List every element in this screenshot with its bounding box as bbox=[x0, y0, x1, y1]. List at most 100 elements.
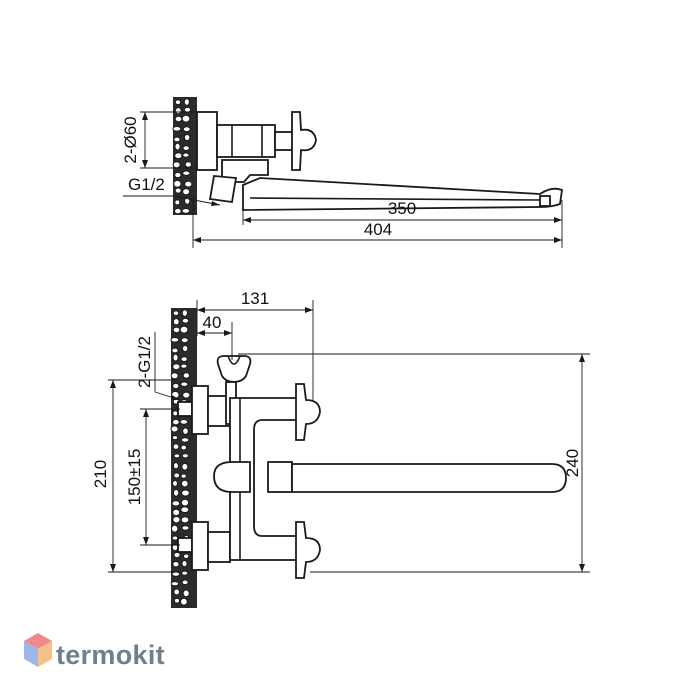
front-wall bbox=[170, 308, 197, 608]
wall-stone bbox=[172, 126, 182, 132]
wall-stone bbox=[172, 462, 179, 470]
wall-stone bbox=[172, 310, 180, 317]
wall-stone bbox=[174, 99, 182, 106]
brand-name: termokit bbox=[56, 640, 165, 670]
wall-stone bbox=[181, 453, 189, 459]
upper-inlet-pipe bbox=[177, 401, 193, 417]
wall-stone bbox=[183, 133, 191, 142]
dim-handle-reach-label: 131 bbox=[241, 289, 269, 308]
wall-stone bbox=[183, 98, 190, 106]
wall-stone bbox=[181, 570, 189, 576]
dim-center-distance-label: 150±15 bbox=[125, 449, 144, 506]
wall-stone bbox=[172, 480, 179, 487]
wall-stone bbox=[181, 525, 190, 531]
wall-stone bbox=[174, 171, 182, 179]
wall-stone bbox=[180, 356, 188, 363]
wall-stone bbox=[181, 462, 189, 471]
top-handle bbox=[291, 111, 317, 171]
upper-handle bbox=[295, 383, 321, 441]
wall-stone bbox=[180, 498, 190, 507]
top-hose-outlet bbox=[208, 175, 238, 204]
wall-stone bbox=[173, 597, 181, 604]
wall-stone bbox=[181, 317, 190, 324]
wall-stone bbox=[180, 597, 188, 606]
wall-stone bbox=[172, 516, 181, 524]
wall-stone bbox=[170, 581, 180, 587]
wall-stone bbox=[184, 180, 193, 188]
wall-stone bbox=[180, 473, 187, 479]
wall-stone bbox=[181, 479, 189, 488]
dim-spout-length-label: 350 bbox=[388, 199, 416, 218]
wall-stone bbox=[183, 553, 190, 559]
lower-inlet-pipe bbox=[177, 537, 193, 553]
wall-stone bbox=[172, 560, 180, 568]
wall-stone bbox=[174, 199, 181, 206]
wall-stone bbox=[181, 309, 188, 317]
wall-stone bbox=[174, 115, 183, 123]
wall-stone bbox=[180, 516, 190, 524]
dim-overall-height: 240 bbox=[238, 353, 590, 573]
wall-stone bbox=[180, 444, 188, 451]
dim-handle-reach: 131 bbox=[196, 289, 314, 400]
dim-thread-diameter: 2-Ø60 bbox=[121, 111, 197, 169]
lower-handle bbox=[295, 521, 321, 579]
wall-stone bbox=[180, 381, 189, 387]
dim-total-height-label: 210 bbox=[91, 460, 110, 488]
wall-stone bbox=[170, 372, 179, 380]
dim-spout-length: 350 bbox=[242, 199, 563, 248]
wall-stone bbox=[182, 126, 191, 133]
wall-stone bbox=[179, 325, 189, 334]
brand-logo-icon bbox=[24, 633, 52, 667]
wall-stone bbox=[181, 114, 191, 123]
dim-inlet-thread-front-label: 2-G1/2 bbox=[135, 336, 154, 388]
wall-stone bbox=[171, 347, 179, 354]
wall-stone bbox=[173, 472, 181, 479]
wall-stone bbox=[173, 207, 182, 215]
dim-total-length-label: 404 bbox=[364, 220, 392, 239]
wall-stone bbox=[171, 500, 181, 507]
wall-stone bbox=[172, 382, 180, 390]
wall-stone bbox=[172, 410, 179, 417]
dim-thread-diameter-label: 2-Ø60 bbox=[121, 116, 140, 163]
dim-inlet-thread-front: 2-G1/2 bbox=[135, 332, 181, 401]
wall-stone bbox=[173, 179, 182, 188]
dim-holder-offset-label: 40 bbox=[203, 313, 222, 332]
wall-stone bbox=[172, 318, 180, 326]
wall-stone bbox=[171, 435, 179, 441]
dim-total-length: 404 bbox=[192, 200, 562, 248]
spout-base bbox=[267, 461, 293, 493]
mixer-body bbox=[229, 397, 303, 561]
wall-stone bbox=[182, 170, 191, 176]
top-wall bbox=[172, 97, 197, 215]
wall-stone bbox=[182, 589, 190, 598]
wall-stone bbox=[182, 188, 191, 196]
top-aerator bbox=[539, 195, 551, 207]
wall-stone bbox=[182, 391, 191, 399]
upper-escutcheon bbox=[191, 385, 209, 435]
top-view: 2-Ø60 G1/2 350 404 bbox=[121, 97, 563, 248]
wall-stone bbox=[172, 443, 180, 450]
wall-stone bbox=[173, 453, 181, 459]
wall-stone bbox=[182, 372, 191, 379]
front-view: 131 40 240 210 bbox=[91, 289, 590, 608]
dim-holder-offset: 40 bbox=[197, 313, 233, 360]
top-body bbox=[216, 124, 276, 158]
front-spout bbox=[291, 463, 567, 493]
wall-stone bbox=[174, 142, 181, 151]
wall-stone bbox=[184, 161, 193, 168]
wall-stone bbox=[181, 489, 190, 497]
wall-stone bbox=[183, 106, 192, 113]
dim-total-height: 210 bbox=[91, 379, 175, 573]
dim-overall-height-label: 240 bbox=[563, 449, 582, 477]
lower-eccentric bbox=[207, 531, 231, 563]
wall-stone bbox=[171, 418, 180, 426]
wall-stone bbox=[181, 207, 191, 214]
wall-stone bbox=[172, 488, 180, 497]
wall-stone bbox=[180, 437, 190, 443]
wall-stone bbox=[181, 579, 189, 586]
wall-stone bbox=[180, 506, 190, 514]
wall-stone bbox=[180, 337, 189, 344]
top-escutcheon bbox=[196, 111, 218, 171]
